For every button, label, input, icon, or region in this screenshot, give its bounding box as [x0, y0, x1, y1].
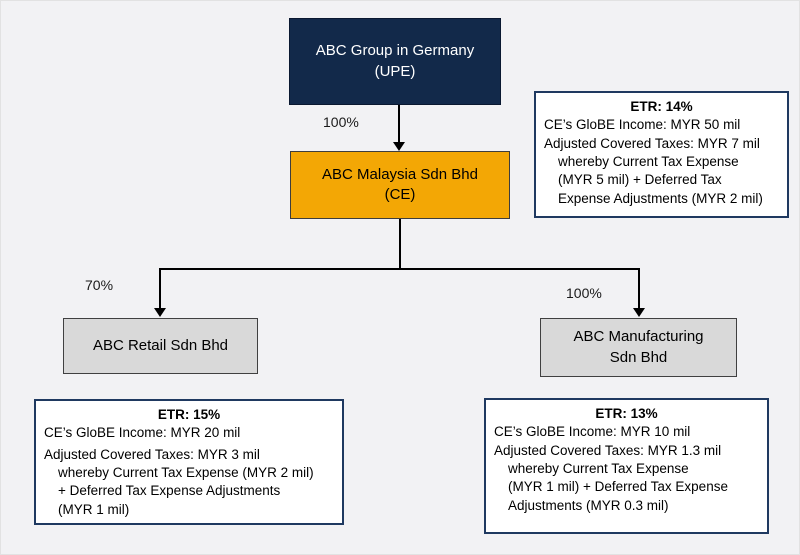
infobox-retail-line: CE’s GloBE Income: MYR 20 mil [44, 425, 241, 441]
edge-upe-ce-line [398, 105, 400, 144]
edge-ce-retail-ownership-label: 70% [85, 277, 114, 293]
infobox-manufacturing-line: whereby Current Tax Expense [508, 461, 689, 477]
infobox-ce-line: (MYR 5 mil) + Deferred Tax [558, 172, 722, 188]
infobox-retail-etr: ETR: 15% CE’s GloBE Income: MYR 20 mil A… [34, 399, 344, 525]
node-ce-abc-malaysia: ABC Malaysia Sdn Bhd (CE) [290, 151, 510, 219]
node-ce-name: ABC Malaysia Sdn Bhd [322, 165, 478, 183]
infobox-retail-line: (MYR 1 mil) [58, 501, 130, 517]
node-retail-name: ABC Retail Sdn Bhd [92, 336, 229, 354]
node-ce-suffix: (CE) [384, 186, 416, 203]
edge-upe-ce-ownership-label: 100% [323, 114, 359, 130]
node-abc-retail: ABC Retail Sdn Bhd [63, 318, 258, 374]
infobox-ce-etr: ETR: 14% CE’s GloBE Income: MYR 50 mil A… [534, 91, 789, 218]
infobox-retail-line: Adjusted Covered Taxes: MYR 3 mil [44, 446, 260, 462]
infobox-ce-line: Adjusted Covered Taxes: MYR 7 mil [544, 135, 760, 151]
infobox-ce-line: CE’s GloBE Income: MYR 50 mil [544, 117, 741, 133]
infobox-manufacturing-line: (MYR 1 mil) + Deferred Tax Expense [508, 479, 728, 495]
edge-ce-manufacturing-line [638, 268, 640, 309]
infobox-retail-line: + Deferred Tax Expense Adjustments [58, 483, 281, 499]
edge-upe-ce-arrowhead-icon [393, 142, 405, 151]
node-upe-name: ABC Group in Germany [315, 42, 475, 60]
edge-ce-retail-arrowhead-icon [154, 308, 166, 317]
infobox-retail-title: ETR: 15% [157, 407, 221, 422]
edge-ce-children-crossbar-line [159, 268, 639, 270]
edge-ce-children-stem-line [399, 219, 401, 269]
infobox-ce-title: ETR: 14% [630, 99, 693, 114]
node-abc-manufacturing: ABC Manufacturing Sdn Bhd [540, 318, 737, 377]
node-upe-abc-group-germany: ABC Group in Germany (UPE) [289, 18, 501, 105]
infobox-ce-line: whereby Current Tax Expense [558, 154, 739, 170]
edge-ce-retail-line [159, 268, 161, 309]
infobox-manufacturing-etr: ETR: 13% CE’s GloBE Income: MYR 10 mil A… [484, 398, 769, 534]
node-manufacturing-name: ABC Manufacturing [573, 328, 704, 346]
node-manufacturing-suffix: Sdn Bhd [609, 348, 668, 366]
infobox-manufacturing-line: Adjustments (MYR 0.3 mil) [508, 497, 669, 513]
edge-ce-manufacturing-arrowhead-icon [633, 308, 645, 317]
infobox-manufacturing-title: ETR: 13% [595, 406, 658, 421]
infobox-manufacturing-line: Adjusted Covered Taxes: MYR 1.3 mil [494, 442, 722, 458]
infobox-ce-line: Expense Adjustments (MYR 2 mil) [558, 190, 763, 206]
infobox-retail-line: whereby Current Tax Expense (MYR 2 mil) [58, 465, 314, 481]
infobox-manufacturing-line: CE’s GloBE Income: MYR 10 mil [494, 424, 691, 440]
node-upe-suffix: (UPE) [374, 62, 416, 80]
edge-ce-manufacturing-ownership-label: 100% [566, 285, 602, 301]
